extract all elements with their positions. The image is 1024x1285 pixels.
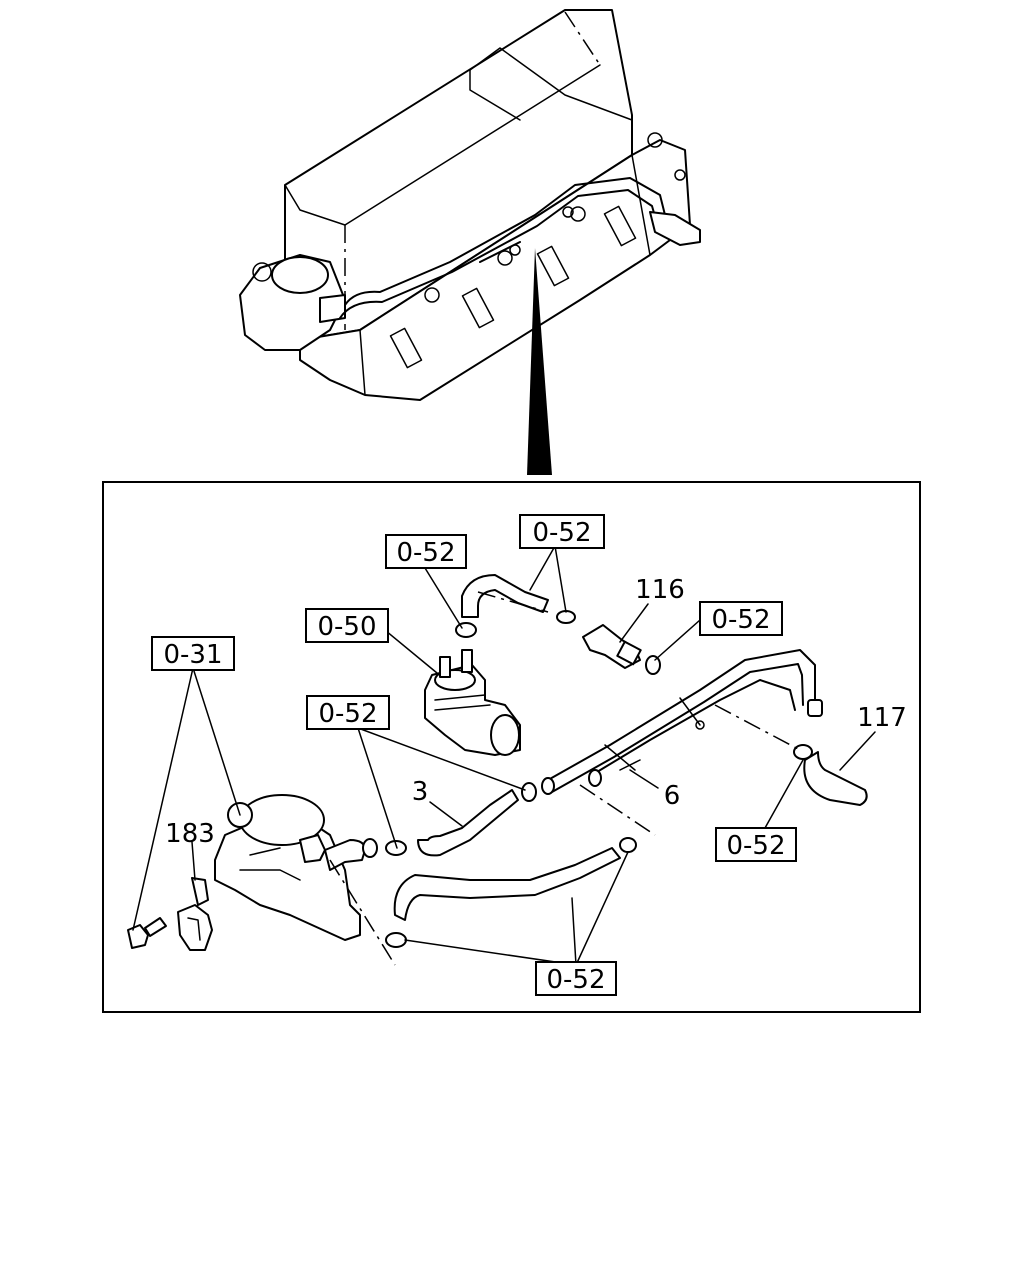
- part-number-183: 183: [165, 819, 215, 849]
- callout-0-31: 0-31: [151, 636, 235, 671]
- callout-label: 0-31: [163, 640, 222, 670]
- callout-0-52-a: 0-52: [385, 534, 467, 569]
- engine-head-assembly: [239, 9, 701, 401]
- part-number-116: 116: [635, 575, 685, 605]
- detail-leader: [527, 248, 552, 475]
- callout-label: 0-52: [396, 538, 455, 568]
- hose-clamps: [385, 610, 813, 948]
- detail-frame: [102, 481, 921, 1013]
- callout-label: 0-52: [318, 699, 377, 729]
- callout-label: 0-52: [546, 965, 605, 995]
- callout-0-52-d: 0-52: [306, 695, 390, 730]
- hose-117: [803, 751, 868, 806]
- part-number-6: 6: [664, 781, 681, 811]
- callout-0-52-b: 0-52: [519, 514, 605, 549]
- hose-lower: [393, 847, 621, 921]
- callout-0-52-c: 0-52: [699, 601, 783, 636]
- thermostat-housing: [424, 649, 521, 756]
- egr-valve: [214, 794, 378, 941]
- leader-lines: [132, 545, 876, 966]
- callout-label: 0-52: [711, 605, 770, 635]
- hose-3: [417, 789, 519, 857]
- pipe-assembly-6: [541, 649, 823, 795]
- callout-0-52-f: 0-52: [535, 961, 617, 996]
- valve-116: [582, 624, 642, 669]
- callout-0-50: 0-50: [305, 608, 389, 643]
- callout-label: 0-50: [317, 612, 376, 642]
- callout-label: 0-52: [726, 831, 785, 861]
- part-number-3: 3: [412, 777, 429, 807]
- bolt: [127, 917, 167, 949]
- callout-label: 0-52: [532, 518, 591, 548]
- part-number-117: 117: [857, 703, 907, 733]
- callout-0-52-e: 0-52: [715, 827, 797, 862]
- hose-top: [461, 574, 549, 618]
- clip-183: [177, 877, 213, 951]
